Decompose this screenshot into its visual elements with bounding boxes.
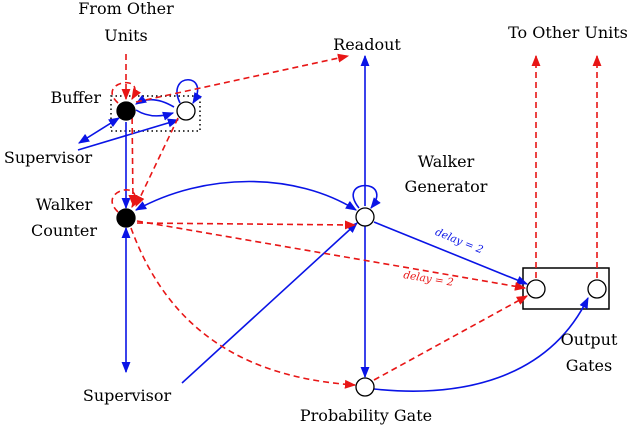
edge-probgate-to-output2 <box>373 296 589 392</box>
label-supervisor-bottom: Supervisor <box>83 386 172 405</box>
walker-generator-node <box>355 207 375 227</box>
label-walker-counter-line2: Counter <box>31 221 97 240</box>
probability-gate-node <box>355 377 375 397</box>
label-probability-gate: Probability Gate <box>300 406 432 425</box>
edge-box-node-self-loop <box>176 79 203 104</box>
label-output-gates-line1: Output <box>561 330 618 349</box>
label-walker-generator-line1: Walker <box>418 152 475 171</box>
edge-supervisor-to-buffer <box>78 117 120 144</box>
output-gate-1-node <box>526 279 546 299</box>
label-output-gates-line2: Gates <box>566 356 612 375</box>
edge-box-node-to-counter <box>135 117 179 208</box>
label-readout: Readout <box>333 35 401 54</box>
edge-buffer-to-box-node <box>135 109 175 121</box>
label-delay-blue: delay = 2 <box>433 226 485 256</box>
edge-buffer-box-node-to-buffer <box>135 94 175 108</box>
label-supervisor-top: Supervisor <box>4 148 93 167</box>
label-buffer: Buffer <box>50 88 101 107</box>
edge-box-node-to-counter-2 <box>128 107 138 207</box>
label-to-other-units: To Other Units <box>508 23 628 42</box>
edge-generator-to-output1 <box>373 221 529 285</box>
label-walker-counter-line1: Walker <box>36 195 93 214</box>
label-delay-red: delay = 2 <box>403 269 455 289</box>
edge-supervisor-to-box-node <box>77 118 180 151</box>
buffer-node <box>116 101 136 121</box>
edge-probgate-to-output1 <box>373 295 528 381</box>
label-walker-generator-line2: Generator <box>405 177 488 196</box>
output-gate-2-node <box>587 279 607 299</box>
walker-counter-node <box>116 208 136 228</box>
edge-supervisor-bottom-to-generator <box>181 222 358 384</box>
edge-buffer-self-loop <box>111 81 141 104</box>
label-from-other-units-line1: From Other <box>78 0 174 18</box>
edge-counter-to-probgate <box>130 227 357 389</box>
label-from-other-units-line2: Units <box>104 26 148 45</box>
edge-counter-to-generator <box>136 220 357 230</box>
edge-counter-generator-arc <box>135 180 357 211</box>
edge-buffer-to-readout <box>135 53 350 103</box>
edge-counter-to-output1 <box>136 220 527 291</box>
buffer-box-node <box>176 101 196 121</box>
buffer-dotted-box <box>110 95 201 132</box>
